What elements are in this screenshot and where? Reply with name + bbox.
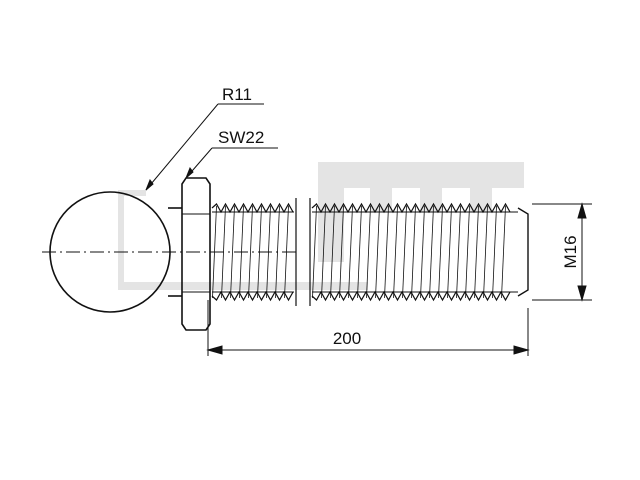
wrench-size-label: SW22 (218, 128, 264, 147)
length-label: 200 (333, 329, 361, 348)
wrench-size-leader (185, 147, 278, 179)
thread-label: M16 (561, 235, 580, 268)
radius-label: R11 (222, 85, 252, 104)
radius-leader (145, 103, 264, 191)
length-dimension (206, 300, 530, 356)
hex-nut (168, 177, 211, 331)
thread-dimension (532, 202, 592, 302)
ball-head (49, 191, 171, 313)
threaded-shank (211, 202, 529, 302)
logo-watermark-icon (118, 162, 524, 290)
break-gap (295, 198, 311, 306)
